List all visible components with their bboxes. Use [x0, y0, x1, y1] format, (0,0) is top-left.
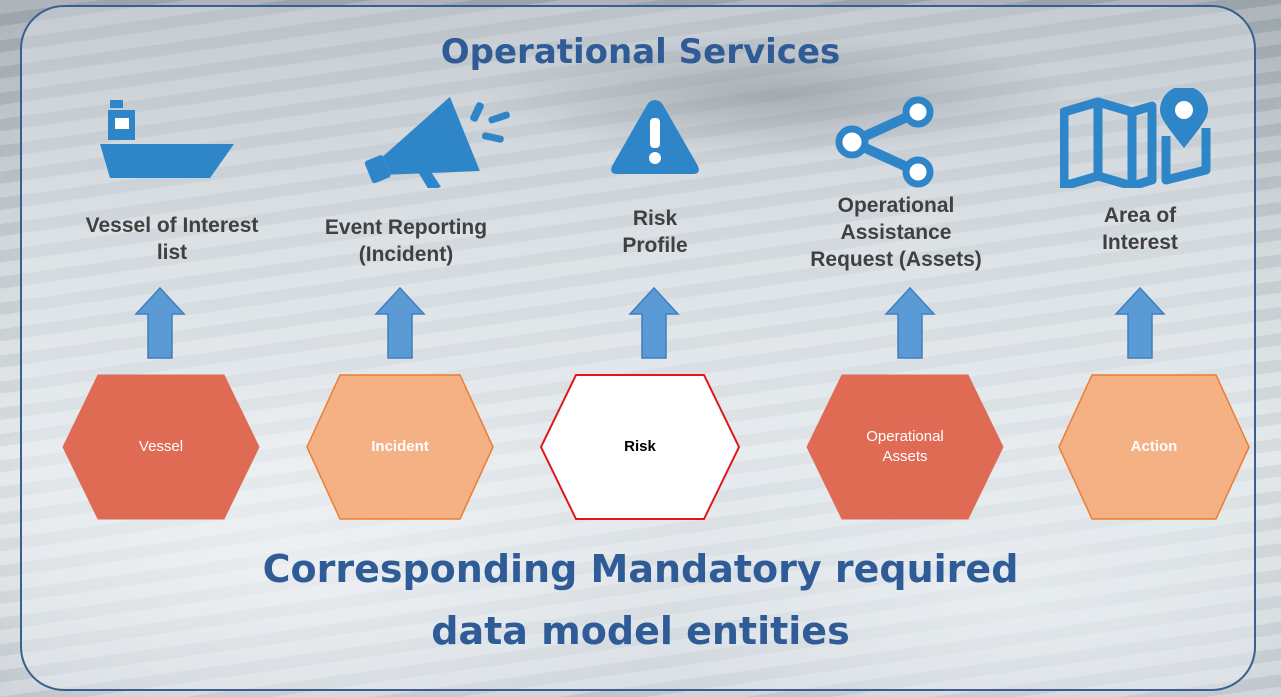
- entity-hexagon-risk: [540, 374, 740, 520]
- up-arrow: [374, 286, 426, 359]
- content-panel: [20, 5, 1256, 691]
- service-label-event-reporting: Event Reporting (Incident): [324, 216, 488, 266]
- entity-label-operational-assets: Operational Assets: [866, 428, 944, 465]
- service-label-vessel-of-interest: Vessel of Interest list: [85, 214, 259, 264]
- service-label-operational-assistance: Operational Assistance Request (Assets): [810, 194, 982, 271]
- share-icon: [835, 96, 934, 188]
- ship-icon: [100, 100, 234, 178]
- page-title: Operational Services: [440, 32, 841, 72]
- entity-label-vessel: Vessel: [138, 438, 184, 455]
- up-arrow: [884, 286, 936, 359]
- warning-icon: [611, 100, 699, 174]
- up-arrow: [1114, 286, 1166, 359]
- service-label-area-of-interest: Area of Interest: [1102, 204, 1178, 254]
- entity-hexagon-action: [1058, 374, 1250, 520]
- up-arrow: [628, 286, 680, 359]
- entity-hexagon-incident: [306, 374, 494, 520]
- entity-label-action: Action: [1130, 438, 1178, 455]
- footer-caption: Corresponding Mandatory required data mo…: [262, 547, 1019, 653]
- entity-hexagon-vessel: [62, 374, 260, 520]
- megaphone-icon: [364, 96, 510, 188]
- entity-label-risk: Risk: [624, 438, 656, 455]
- entity-label-incident: Incident: [371, 438, 429, 455]
- map-pin-icon: [1060, 88, 1211, 188]
- entity-hexagon-operational-assets: [806, 374, 1004, 520]
- up-arrow: [134, 286, 186, 359]
- service-label-risk-profile: Risk Profile: [622, 207, 688, 257]
